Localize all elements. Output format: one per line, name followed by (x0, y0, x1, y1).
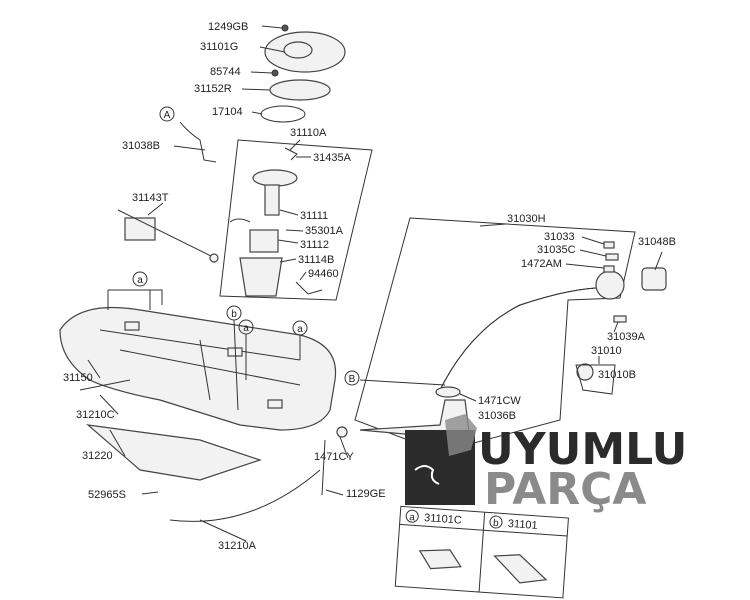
label-31210A: 31210A (218, 540, 257, 552)
label-31110A: 31110A (290, 127, 327, 139)
label-31038B: 31038B (122, 140, 160, 152)
callout-B: B (349, 374, 356, 385)
label-31220: 31220 (82, 450, 113, 462)
label-1472AM: 1472AM (521, 258, 562, 270)
legend-b-part: 31101 (507, 518, 538, 532)
pump-cover-parts (260, 24, 346, 123)
label-31143T: 31143T (132, 192, 169, 204)
watermark-line1: UYUMLU (478, 424, 687, 475)
callout-a: a (137, 275, 143, 286)
label-85744: 85744 (210, 66, 241, 78)
label-1249GB: 1249GB (208, 21, 248, 33)
label-31039A: 31039A (607, 331, 646, 343)
fuel-pump-parts (229, 147, 323, 297)
label-31010: 31010 (591, 345, 622, 357)
pad-31101 (493, 554, 548, 584)
label-52965S: 52965S (88, 489, 126, 501)
label-1471CY: 1471CY (314, 451, 354, 463)
label-94460: 94460 (308, 268, 339, 280)
label-31111: 31111 (300, 210, 328, 222)
label-31210C: 31210C (76, 409, 115, 421)
label-31048B: 31048B (638, 236, 676, 248)
label-31030H: 31030H (507, 213, 546, 225)
callout-a-2: a (243, 323, 249, 334)
fuel-sender (117, 121, 219, 263)
watermark-line2: PARÇA (484, 464, 647, 515)
label-35301A: 35301A (305, 225, 344, 237)
legend-a-part: 31101C (424, 512, 463, 527)
pad-31101C (418, 549, 462, 570)
callout-a-3: a (297, 324, 303, 335)
label-31114B: 31114B (298, 254, 334, 266)
label-31010B: 31010B (598, 369, 636, 381)
label-31152R: 31152R (194, 83, 232, 95)
filler-neck-frame (354, 217, 636, 453)
watermark-logo: UYUMLU PARÇA (405, 414, 687, 515)
callout-b: b (231, 309, 237, 320)
fuel-tank (59, 306, 348, 522)
part-labels: 1249GB 31101G 85744 31152R 17104 31110A … (63, 21, 676, 552)
legend-b-marker: b (493, 518, 500, 529)
label-31036B: 31036B (478, 410, 516, 422)
label-31101G: 31101G (200, 41, 238, 53)
label-31150: 31150 (63, 372, 93, 384)
legend-table: a 31101C b 31101 (394, 505, 569, 599)
label-1471CW: 1471CW (478, 395, 521, 407)
callout-A: A (164, 110, 171, 121)
label-31112: 31112 (300, 239, 329, 251)
legend-a-marker: a (409, 512, 416, 523)
label-31435A: 31435A (313, 152, 352, 164)
label-17104: 17104 (212, 106, 243, 118)
label-31035C: 31035C (537, 244, 576, 256)
leader-lines (87, 25, 663, 542)
label-31033: 31033 (544, 231, 575, 243)
callout-markers: A B a b a a (107, 106, 360, 411)
label-1129GE: 1129GE (346, 488, 386, 500)
pump-assembly-frame (219, 139, 373, 301)
